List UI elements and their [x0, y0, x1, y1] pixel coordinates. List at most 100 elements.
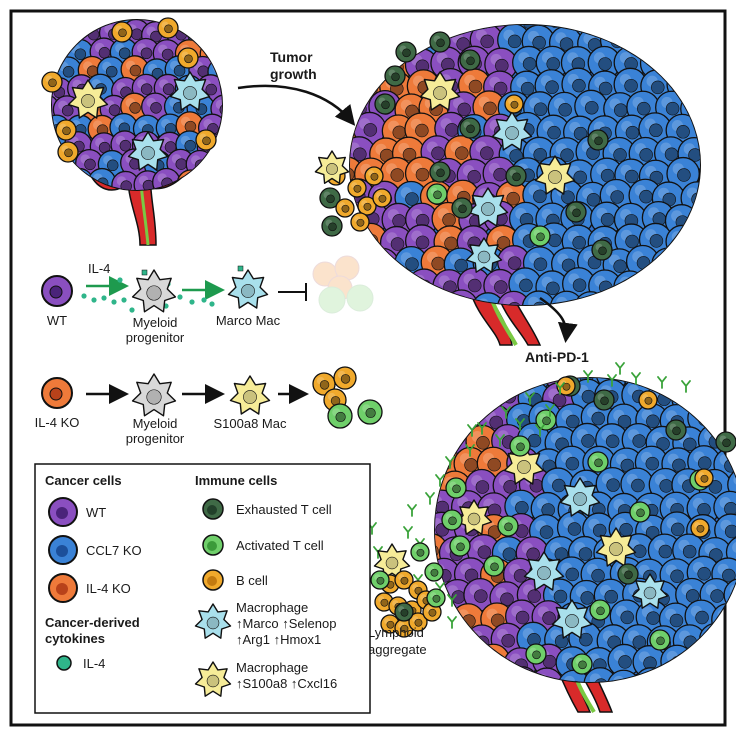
- antibody: [525, 392, 535, 405]
- antibody: [403, 526, 413, 539]
- exhausted-t-cell: [565, 201, 587, 223]
- cancer-cell: [435, 378, 446, 393]
- macrophage-marco: [465, 237, 503, 273]
- cancer-cell: [466, 378, 501, 392]
- cancer-cell: [573, 291, 608, 305]
- activated-t-cell: [497, 515, 519, 537]
- cancer-cell: [444, 289, 479, 305]
- lymphoid-label-2: aggregate: [368, 642, 427, 657]
- il4-dot: [101, 295, 107, 301]
- cancer-cell: [195, 20, 222, 32]
- cancer-cell: [218, 170, 222, 190]
- b-cell: [333, 366, 357, 390]
- legend-immune-title: Immune cells: [195, 473, 277, 488]
- antibody: [477, 422, 487, 435]
- inhibition-symbol: [278, 283, 307, 301]
- il4ko-pathway: IL-4 KO Myeloid progenitor S100a8 Mac: [35, 377, 309, 446]
- lymphoid-aggregate: [370, 542, 446, 638]
- il4-dots: [81, 277, 215, 313]
- cancer-cell: [640, 270, 674, 304]
- il4-dot: [117, 277, 123, 283]
- macrophage-marco: [169, 71, 211, 111]
- cancer-cell: [87, 167, 117, 190]
- cancer-cell: [639, 25, 673, 35]
- cancer-cell: [437, 625, 472, 659]
- legend-wt: WT: [86, 505, 106, 520]
- macrophage-marco: [631, 573, 669, 609]
- activated-t-cell: [587, 451, 609, 473]
- antibody: [535, 424, 545, 437]
- il4-dot: [201, 297, 207, 303]
- cancer-cell: [64, 20, 94, 30]
- cancer-cell: [504, 489, 538, 524]
- activated-t-cell: [426, 588, 446, 608]
- il4-dot: [209, 301, 215, 307]
- cancer-cell: [435, 403, 460, 437]
- faded-t-cells: [312, 255, 374, 314]
- antibody: [445, 456, 455, 469]
- b-cell: [694, 468, 714, 488]
- cancer-cell: [613, 25, 648, 36]
- antibody: [501, 406, 511, 419]
- cancer-cell: [221, 132, 222, 161]
- activated-t-cell: [529, 225, 551, 247]
- activated-t-cell: [357, 399, 383, 425]
- cancer-cell: [463, 578, 497, 612]
- b-cell: [195, 129, 217, 151]
- antibody: [657, 376, 667, 389]
- tumor-growth-label-2: growth: [270, 66, 317, 82]
- legend: Cancer cells Immune cells WT CCL7 KO IL-…: [34, 463, 371, 714]
- cancer-cell: [521, 290, 556, 305]
- legend-marco-3: ↑Arg1 ↑Hmox1: [236, 632, 321, 647]
- wt-pathway: WT IL-4 Myeloid progenitor Marco Mac: [41, 255, 374, 345]
- cancer-cell: [435, 643, 458, 678]
- exhausted-t-cell: [587, 129, 609, 151]
- legend-s100-2: ↑S100a8 ↑Cxcl16: [236, 676, 337, 691]
- antibody: [407, 504, 417, 517]
- exhausted-t-cell: [451, 197, 473, 219]
- cancer-cell: [653, 288, 688, 305]
- exhausted-t-cell: [505, 165, 527, 187]
- exhausted-t-cell: [319, 187, 341, 209]
- b-cell: [55, 119, 77, 141]
- cancer-cell: [590, 201, 624, 236]
- lymphoid-label: Lymphoid: [368, 625, 424, 640]
- cancer-cell: [430, 25, 465, 37]
- cancer-cell: [196, 168, 222, 190]
- exhausted-t-cell: [321, 215, 343, 237]
- il4-dot: [129, 307, 135, 313]
- activated-t-cell: [525, 643, 547, 665]
- large-tumor: [314, 24, 701, 346]
- cancer-cell: [674, 378, 709, 392]
- b-cell: [111, 21, 133, 43]
- myeloid-label-2: progenitor: [126, 330, 185, 345]
- treated-tumor: [355, 362, 736, 714]
- antibody: [495, 434, 505, 447]
- cancer-cell: [595, 423, 629, 457]
- cancer-cell: [496, 290, 531, 305]
- il4-dot: [121, 297, 127, 303]
- cancer-cell: [549, 290, 584, 305]
- cancer-cell: [588, 269, 622, 303]
- s100a8-macrophage: [229, 375, 271, 415]
- macrophage-marco: [551, 599, 593, 639]
- cancer-cell: [435, 381, 449, 416]
- cancer-cell: [453, 646, 487, 681]
- antibody: [425, 492, 435, 505]
- cancer-cell: [220, 114, 222, 143]
- exhausted-t-cell: [394, 602, 414, 622]
- treated-tumor-cells: [435, 378, 736, 682]
- myeloid-progenitor: [131, 269, 177, 313]
- cancer-cell: [65, 167, 94, 190]
- cancer-cell: [613, 270, 647, 304]
- cancer-cell: [450, 667, 485, 682]
- antibody: [467, 424, 477, 437]
- cancer-cell: [679, 26, 700, 61]
- marco-macrophage: [227, 269, 269, 309]
- cancer-cell: [726, 378, 736, 394]
- cancer-cell: [350, 46, 360, 81]
- activated-t-cell: [441, 509, 463, 531]
- antibody: [447, 594, 457, 607]
- b-cell: [372, 188, 392, 208]
- macrophage-s100a8: [67, 79, 109, 119]
